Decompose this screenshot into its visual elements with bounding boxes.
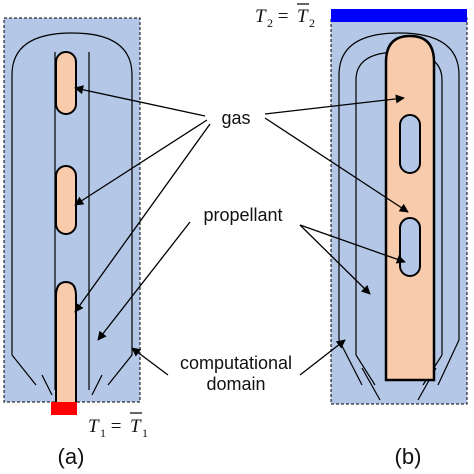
gas-column-b xyxy=(384,34,436,382)
arrow-propellant-b-1 xyxy=(299,224,406,264)
label-computational: computational xyxy=(180,353,292,373)
bc-bottom-sub-bar: 1 xyxy=(142,426,148,440)
arrow-propellant-a xyxy=(97,221,191,341)
bc-bottom-sub: 1 xyxy=(100,426,106,440)
panel-a xyxy=(3,17,141,415)
gas-column-a xyxy=(55,280,77,402)
bc-top-T-bar: T xyxy=(297,6,309,27)
label-propellant: propellant xyxy=(203,205,282,225)
propellant-inclusion-b-2 xyxy=(399,217,421,277)
panel-label-a: (a) xyxy=(58,444,85,469)
arrow-gas-b-1 xyxy=(264,94,405,115)
arrow-gas-a-1 xyxy=(74,85,206,117)
arrow-domain-b xyxy=(299,339,346,376)
bc-top-T: T xyxy=(255,6,267,27)
panel-label-b: (b) xyxy=(395,444,422,469)
bc-equation-bottom: T 1 = T 1 xyxy=(88,412,148,440)
arrow-propellant-b-2 xyxy=(299,224,371,295)
bc-bottom-eq: = xyxy=(106,416,126,437)
label-gas: gas xyxy=(221,108,250,128)
bc-top-eq: = xyxy=(273,6,293,27)
arrow-domain-a xyxy=(131,347,169,376)
gas-bubble-a-2 xyxy=(55,165,77,235)
gas-bubble-a-1 xyxy=(55,51,77,115)
bc-top-sub-bar: 2 xyxy=(309,16,315,30)
heated-boundary-top xyxy=(331,9,467,22)
propellant-outer-contour-a xyxy=(11,32,133,386)
label-domain: domain xyxy=(206,374,265,394)
bc-bottom-T-bar: T xyxy=(130,416,142,437)
bc-equation-top: T 2 = T 2 xyxy=(255,3,315,30)
arrow-gas-b-2 xyxy=(264,117,409,213)
heated-boundary-bottom xyxy=(51,402,77,415)
bc-bottom-T: T xyxy=(88,416,100,437)
propellant-inclusion-b-1 xyxy=(399,114,421,174)
bc-top-sub: 2 xyxy=(267,16,273,30)
arrow-gas-a-2 xyxy=(74,119,208,206)
annotation-arrows xyxy=(74,85,409,376)
arrow-gas-a-3 xyxy=(74,123,211,313)
